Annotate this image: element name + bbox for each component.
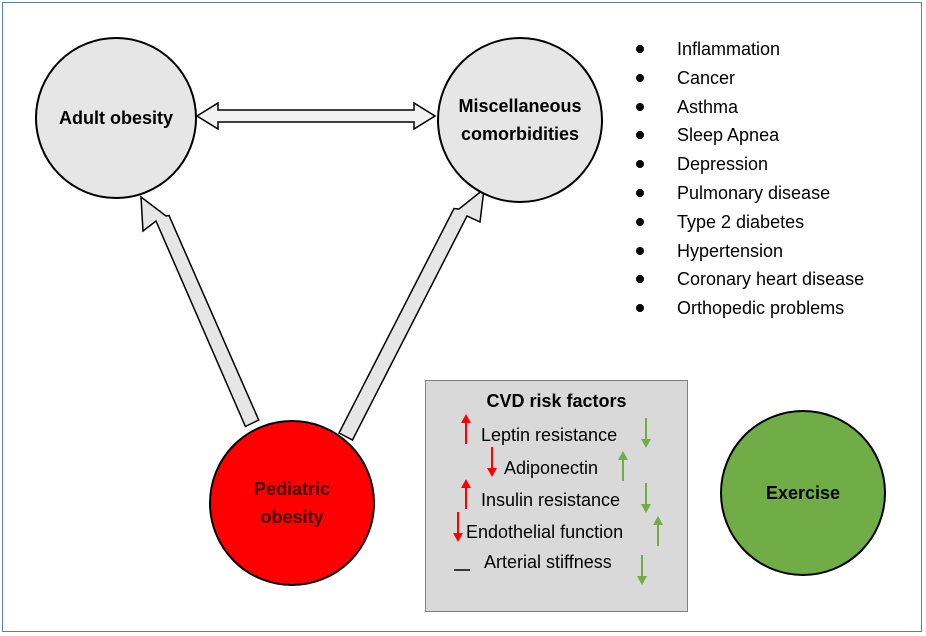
green-up-arrow-icon <box>653 516 663 546</box>
comorbidity-item: Type 2 diabetes <box>630 208 864 237</box>
cvd-item-insulin-resistance: Insulin resistance <box>481 490 621 510</box>
cvd-item-adiponectin: Adiponectin <box>504 458 599 478</box>
green-down-arrow-icon <box>637 555 647 585</box>
comorbidity-item: Pulmonary disease <box>630 179 864 208</box>
green-up-arrow-icon <box>618 451 628 481</box>
comorbidity-item: Hypertension <box>630 237 864 266</box>
misc-label-line2: comorbidities <box>460 124 579 144</box>
red-down-arrow-icon <box>453 512 463 542</box>
adult-obesity-label: Adult obesity <box>58 108 173 128</box>
pediatric-label-line1: Pediatric <box>253 479 331 499</box>
pediatric-to-misc-arrow <box>337 187 485 442</box>
adult-obesity-node: Adult obesity <box>35 37 197 199</box>
comorbidity-item: Orthopedic problems <box>630 294 864 323</box>
cvd-risk-factors-box: CVD risk factors Leptin resistance Adipo… <box>425 380 688 612</box>
comorbidities-list: Inflammation Cancer Asthma Sleep Apnea D… <box>630 35 864 323</box>
exercise-label: Exercise <box>765 483 841 503</box>
comorbidity-item: Cancer <box>630 64 864 93</box>
pediatric-obesity-node: Pediatric obesity <box>209 420 375 586</box>
cvd-item-leptin-resistance: Leptin resistance <box>481 425 618 445</box>
comorbidity-item: Inflammation <box>630 35 864 64</box>
red-down-arrow-icon <box>487 447 497 477</box>
miscellaneous-comorbidities-node: Miscellaneous comorbidities <box>437 37 603 203</box>
cvd-item-endothelial-function: Endothelial function <box>466 522 624 542</box>
pediatric-label-line2: obesity <box>260 507 324 527</box>
comorbidity-item: Depression <box>630 150 864 179</box>
green-down-arrow-icon <box>641 418 651 448</box>
green-down-arrow-icon <box>641 483 651 513</box>
red-up-arrow-icon <box>461 414 471 444</box>
red-up-arrow-icon <box>461 479 471 509</box>
adult-misc-double-arrow <box>195 101 437 131</box>
pediatric-to-adult-arrow <box>140 195 260 428</box>
cvd-title: CVD risk factors <box>486 391 627 411</box>
exercise-node: Exercise <box>720 410 886 576</box>
comorbidity-item: Sleep Apnea <box>630 121 864 150</box>
cvd-item-arterial-stiffness: Arterial stiffness <box>484 552 612 572</box>
misc-label-line1: Miscellaneous <box>458 96 582 116</box>
comorbidity-item: Asthma <box>630 93 864 122</box>
cvd-arrows <box>453 414 663 585</box>
comorbidity-item: Coronary heart disease <box>630 265 864 294</box>
